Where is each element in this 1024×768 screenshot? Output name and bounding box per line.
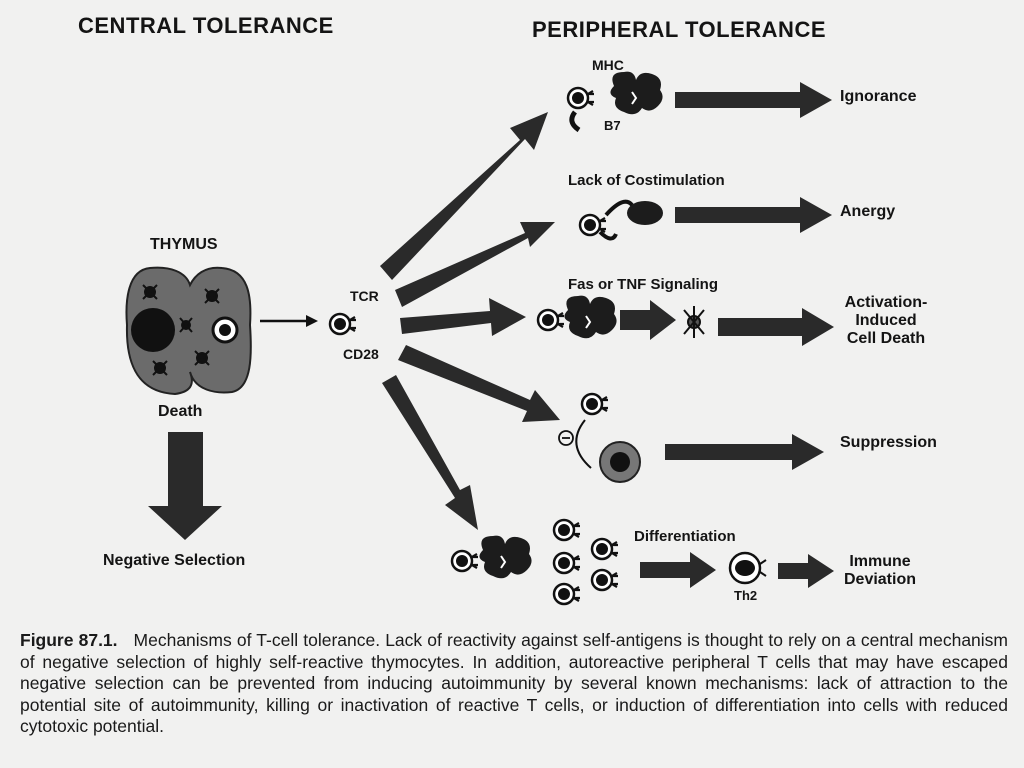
death-arrow [148, 432, 222, 540]
ignorance-label: Ignorance [840, 88, 917, 105]
cd28-label: CD28 [343, 346, 379, 362]
thymus-organ [125, 266, 252, 396]
ignorance-cells [566, 70, 664, 133]
tcr-label: TCR [350, 288, 379, 304]
fas-tnf-signaling-label: Fas or TNF Signaling [568, 276, 719, 293]
differentiation-label: Differentiation [634, 528, 736, 545]
branch-arrows [380, 112, 560, 530]
negative-selection-label: Negative Selection [103, 552, 246, 569]
peripheral-tolerance-heading: PERIPHERAL TOLERANCE [532, 17, 827, 42]
aicd-cells [536, 294, 705, 340]
naive-tcell-icon [328, 312, 358, 336]
anergy-cells [578, 199, 663, 241]
figure-caption: Figure 87.1.Mechanisms of T-cell toleran… [20, 630, 1008, 738]
outcome-arrows [640, 82, 834, 588]
thymus-to-tcell-arrow [260, 315, 318, 327]
suppression-label: Suppression [840, 434, 937, 451]
lack-of-costimulation-label: Lack of Costimulation [568, 172, 725, 189]
thymus-label: THYMUS [150, 236, 218, 253]
figure-label: Figure 87.1. [20, 630, 118, 650]
central-tolerance-heading: CENTRAL TOLERANCE [78, 13, 334, 38]
mhc-label: MHC [592, 57, 624, 73]
differentiation-cells [450, 518, 767, 606]
th2-label: Th2 [734, 588, 758, 603]
anergy-label: Anergy [840, 203, 896, 220]
suppression-cells [558, 392, 641, 483]
death-label: Death [158, 403, 203, 420]
b7-label: B7 [604, 118, 621, 133]
caption-text: Mechanisms of T-cell tolerance. Lack of … [20, 630, 1008, 737]
tolerance-diagram [125, 70, 834, 606]
